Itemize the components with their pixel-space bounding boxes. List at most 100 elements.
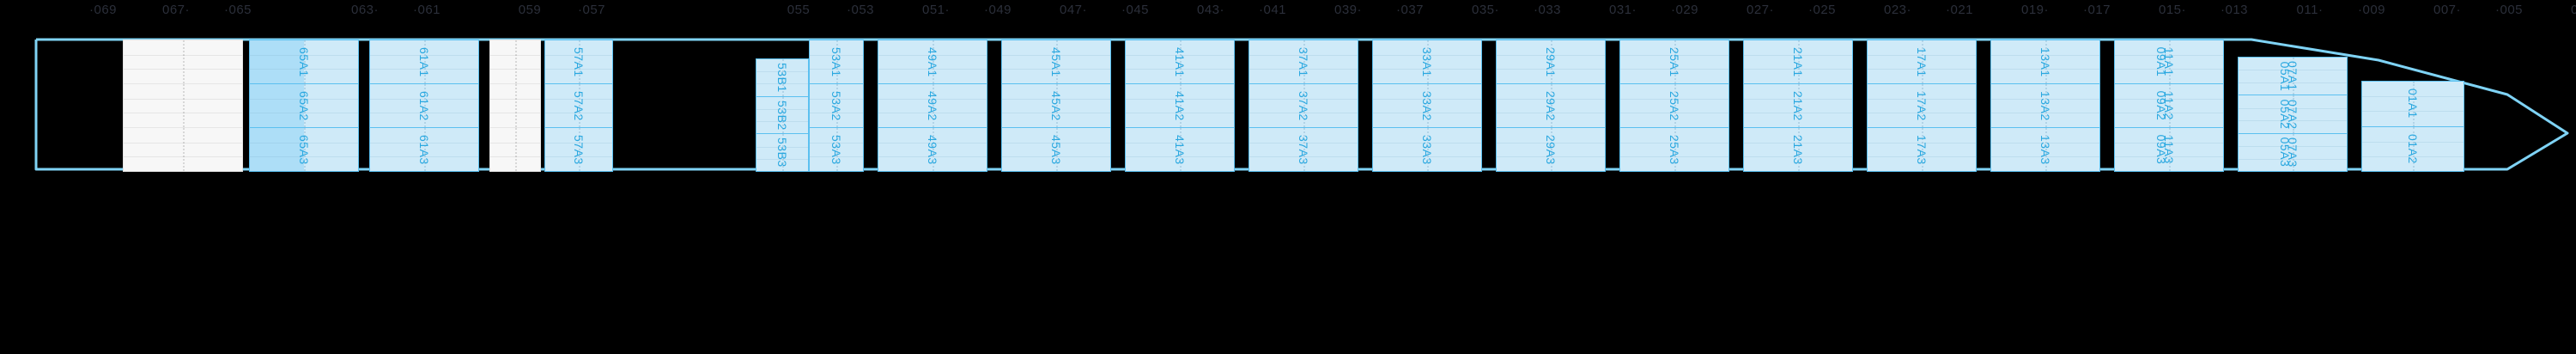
bay-tier[interactable]: 57A1 <box>545 40 612 84</box>
tier-row-lines <box>370 40 478 83</box>
tier-centre-line <box>933 40 934 83</box>
bay-tier[interactable]: 13A2 <box>1991 84 2099 128</box>
bay-tier[interactable]: 25A1 <box>1620 40 1728 84</box>
tier-row-lines <box>756 134 808 171</box>
bay-tier[interactable] <box>490 40 540 84</box>
bay-tier[interactable]: 17A1 <box>1868 40 1976 84</box>
bay-tier[interactable]: 65A1 <box>250 40 358 84</box>
bay-tier[interactable]: 01A1 <box>2362 82 2464 127</box>
bay-tier[interactable]: 53A3 <box>810 128 863 171</box>
tier-centre-line <box>2293 133 2294 171</box>
bay-tier[interactable]: 45A2 <box>1002 84 1110 128</box>
tier-centre-line <box>1922 84 1923 127</box>
bay-tier[interactable]: 53B1 <box>756 59 808 97</box>
bay-tier[interactable]: 53B3 <box>756 134 808 172</box>
bay-tier[interactable]: 25A3 <box>1620 128 1728 171</box>
tier-row-lines <box>250 84 358 127</box>
bay-tier[interactable]: 37A2 <box>1249 84 1358 128</box>
tier-row-lines <box>1620 84 1728 127</box>
bay-tier[interactable]: 45A1 <box>1002 40 1110 84</box>
bay-tier[interactable]: 61A1 <box>370 40 478 84</box>
bay-tier[interactable]: 21A1 <box>1744 40 1852 84</box>
bay-tier[interactable]: 25A2 <box>1620 84 1728 128</box>
bay-tier[interactable]: 17A3 <box>1868 128 1976 171</box>
bay-tier[interactable]: 49A3 <box>878 128 987 171</box>
bay-tier[interactable]: 37A3 <box>1249 128 1358 171</box>
bay-tier[interactable]: 57A2 <box>545 84 612 128</box>
bay-tier[interactable]: 41A3 <box>1126 128 1234 171</box>
bay-tier[interactable]: 13A3 <box>1991 128 2099 171</box>
bay-tier[interactable]: 21A2 <box>1744 84 1852 128</box>
tier-row-lines <box>1373 40 1481 83</box>
bay-tier[interactable]: 53B2 <box>756 96 808 135</box>
bay-tier-label: 49A2 <box>926 90 939 121</box>
bay-tier[interactable] <box>124 40 242 84</box>
bay-tier[interactable]: 33A2 <box>1373 84 1481 128</box>
bay-tier[interactable] <box>124 128 242 171</box>
bay-tier-label-overlay: 05A2 <box>2278 99 2292 130</box>
tier-row-lines <box>545 40 612 83</box>
bay-tier[interactable]: 49A1 <box>878 40 987 84</box>
tier-centre-line <box>1303 128 1305 171</box>
bay-number-label: 043· <box>1196 3 1225 17</box>
bay-tier[interactable]: 65A3 <box>250 128 358 171</box>
bay-tier[interactable] <box>490 128 540 171</box>
bay-tier[interactable]: 13A1 <box>1991 40 2099 84</box>
bay-tier[interactable]: 41A1 <box>1126 40 1234 84</box>
bay-tier-label: 01A1 <box>2406 88 2420 119</box>
bay-tier[interactable]: 29A2 <box>1497 84 1605 128</box>
bay-tier[interactable] <box>124 84 242 128</box>
bay-tier[interactable]: 21A3 <box>1744 128 1852 171</box>
bay-tier[interactable]: 45A3 <box>1002 128 1110 171</box>
tier-row-lines <box>1868 40 1976 83</box>
bay-tier[interactable]: 49A2 <box>878 84 987 128</box>
bay-number-label: ·029 <box>1670 3 1699 17</box>
bay-tier[interactable]: 29A3 <box>1497 128 1605 171</box>
bay-tier[interactable]: 33A3 <box>1373 128 1481 171</box>
bay-tier[interactable]: 01A2 <box>2362 126 2464 171</box>
bay-057-empty[interactable] <box>489 40 541 172</box>
bay-tier[interactable]: 61A2 <box>370 84 478 128</box>
bay-tier[interactable]: 53A1 <box>810 40 863 84</box>
bay-049[interactable]: 49A1 49A2 49A3 <box>878 40 987 172</box>
tier-centre-line <box>579 40 580 83</box>
bay-tier[interactable]: 17A2 <box>1868 84 1976 128</box>
bay-tier[interactable]: 57A3 <box>545 128 612 171</box>
bay-tier[interactable]: 41A2 <box>1126 84 1234 128</box>
bay-tier-label: 45A3 <box>1049 134 1063 165</box>
bay-tier[interactable]: 61A3 <box>370 128 478 171</box>
bay-tier[interactable]: 33A1 <box>1373 40 1481 84</box>
bay-number-label: ·053 <box>846 3 875 17</box>
bay-067[interactable] <box>123 40 243 172</box>
bay-001[interactable]: 01A1 01A2 <box>2361 81 2464 172</box>
bay-number-label: ·061 <box>412 3 441 17</box>
bay-tier[interactable]: 29A1 <box>1497 40 1605 84</box>
bay-tier[interactable] <box>490 84 540 128</box>
bay-tier[interactable]: 37A1 <box>1249 40 1358 84</box>
tier-row-lines <box>250 128 358 171</box>
bay-tier[interactable]: 65A2 <box>250 84 358 128</box>
bay-tier[interactable]: 53A2 <box>810 84 863 128</box>
